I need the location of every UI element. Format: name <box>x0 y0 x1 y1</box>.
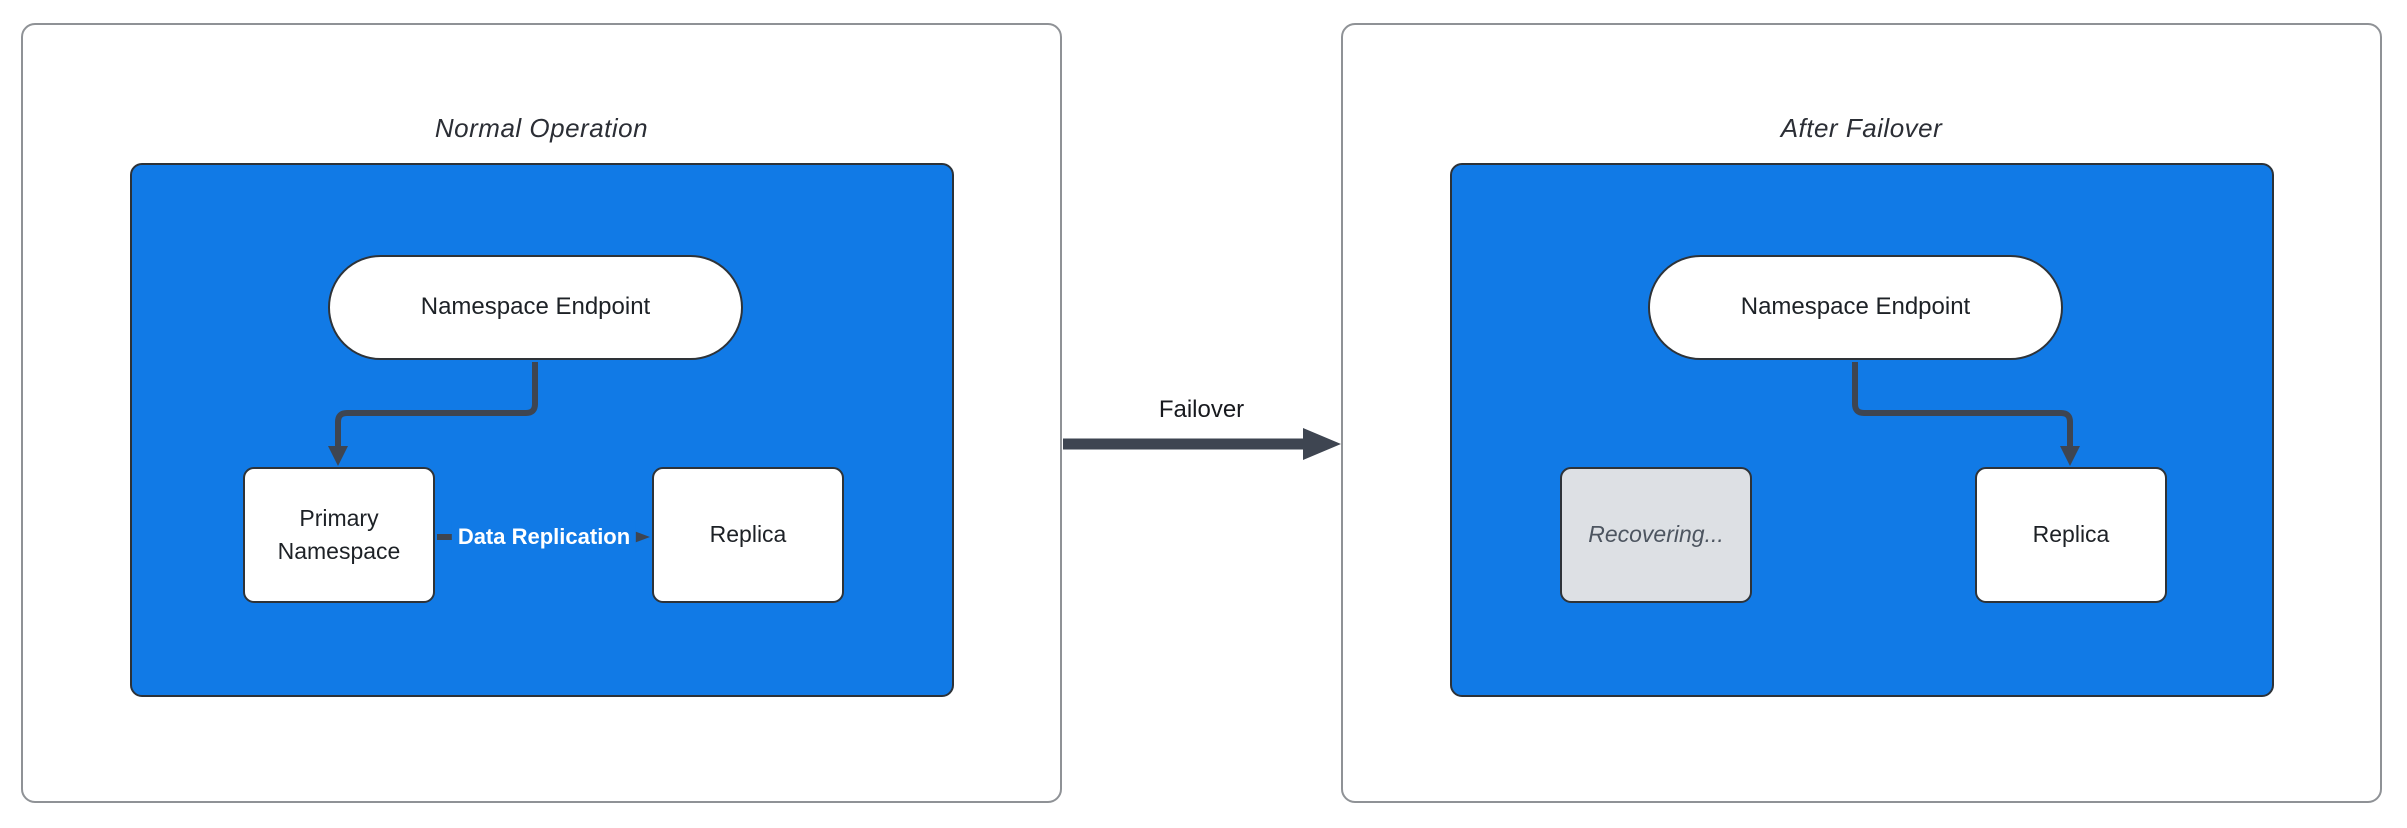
replica-label-left: Replica <box>709 521 787 548</box>
recovering-label: Recovering... <box>1588 521 1724 548</box>
replica-label-right: Replica <box>2032 521 2110 548</box>
replica-node-right: Replica <box>1975 467 2167 603</box>
replica-node-left: Replica <box>652 467 844 603</box>
cluster-normal-operation <box>130 163 954 697</box>
failover-arrowhead <box>1303 428 1341 460</box>
panel-title-after-failover: After Failover <box>1780 113 1943 143</box>
primary-namespace-label: Primary Namespace <box>277 504 401 564</box>
namespace-endpoint-label-left: Namespace Endpoint <box>420 293 651 321</box>
cluster-after-failover <box>1450 163 2274 697</box>
data-replication-label: Data Replication <box>451 521 637 553</box>
recovering-node: Recovering... <box>1560 467 1752 603</box>
panel-title-normal-operation: Normal Operation <box>434 113 649 143</box>
namespace-endpoint-node-left: Namespace Endpoint <box>328 255 743 360</box>
namespace-endpoint-label-right: Namespace Endpoint <box>1740 293 1971 321</box>
primary-namespace-node: Primary Namespace <box>243 467 435 603</box>
failover-label: Failover <box>1158 396 1245 423</box>
namespace-endpoint-node-right: Namespace Endpoint <box>1648 255 2063 360</box>
